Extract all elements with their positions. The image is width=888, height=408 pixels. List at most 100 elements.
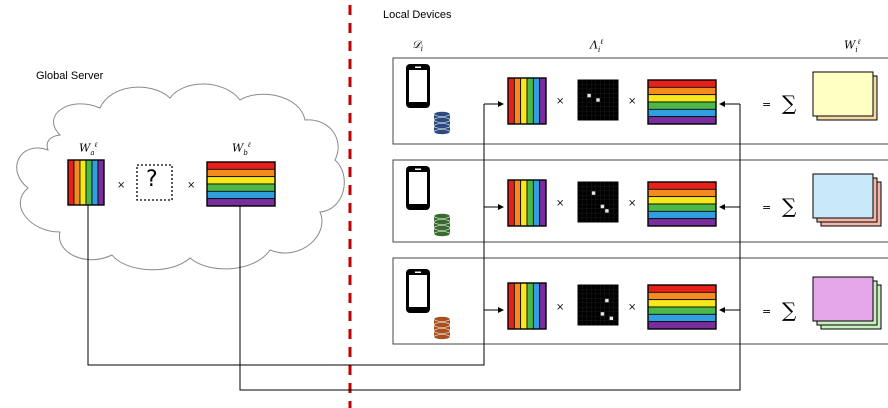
dataset-label: 𝒟i [412, 38, 424, 54]
horizontal-stripe [647, 291, 717, 301]
database-top [433, 213, 451, 219]
equals-symbol: = [762, 305, 772, 318]
database-layer [434, 319, 450, 325]
vertical-stripe [526, 282, 534, 330]
wi-label: Wiℓ [844, 38, 861, 54]
matrix-border [647, 181, 717, 227]
vertical-stripe [526, 77, 534, 125]
database-icon [433, 316, 451, 340]
horizontal-stripe [206, 183, 276, 192]
database-top [433, 111, 451, 117]
sum-symbol: ∑ [782, 298, 797, 322]
vertical-stripe [507, 179, 515, 227]
database-layer [434, 216, 450, 222]
vertical-stripe [67, 159, 75, 206]
vertical-stripe [79, 159, 87, 206]
phone-screen [409, 70, 427, 102]
horizontal-stripe [647, 108, 717, 118]
database-layer [434, 120, 450, 126]
wb-matrix [206, 161, 276, 207]
vertical-stripe [532, 77, 541, 125]
horizontal-stripe [206, 168, 276, 178]
vertical-stripe [526, 179, 534, 227]
vertical-stripe [539, 179, 547, 227]
nonzero-cell [587, 93, 591, 98]
equals-symbol: = [762, 98, 772, 111]
phone-screen [409, 172, 427, 204]
cloud-shape [16, 83, 345, 271]
times-symbol: × [628, 96, 637, 107]
result-layer [812, 71, 874, 117]
unknown-matrix [136, 164, 173, 201]
connection-lines [87, 101, 741, 391]
database-layer [434, 228, 450, 234]
horizontal-stripe [206, 190, 276, 200]
horizontal-stripe [647, 210, 717, 220]
vertical-stripe [73, 159, 81, 206]
phone-screen [409, 275, 427, 307]
nonzero-cell [605, 209, 609, 213]
vertical-stripe [532, 282, 541, 330]
horizontal-stripe [647, 101, 717, 110]
horizontal-stripe [206, 176, 276, 185]
times-symbol: × [556, 302, 565, 313]
result-matrix-stack [812, 173, 882, 227]
device-row [406, 269, 882, 340]
matrix-border [647, 79, 717, 125]
database-rim [433, 129, 451, 135]
horizontal-stripe [647, 188, 717, 198]
sum-symbol: ∑ [782, 91, 797, 115]
times-symbol: × [628, 302, 637, 313]
vertical-stripe [91, 159, 99, 206]
horizontal-stripe [647, 203, 717, 212]
horizontal-stripe [647, 218, 717, 227]
times-symbol: × [556, 198, 565, 209]
nonzero-cell [591, 191, 596, 195]
database-layer [434, 222, 450, 228]
vertical-stripe [513, 282, 522, 330]
matrix-border [647, 284, 717, 330]
times-symbol: × [187, 180, 196, 191]
horizontal-stripe [647, 181, 717, 190]
nonzero-cell [605, 298, 609, 303]
matrix-border [206, 161, 276, 207]
horizontal-stripe [647, 306, 717, 315]
vertical-stripe [513, 77, 522, 125]
database-rim [433, 225, 451, 231]
vertical-stripe [507, 282, 515, 330]
vertical-stripe [532, 179, 541, 227]
matrix-border [507, 179, 547, 227]
database-rim [433, 231, 451, 237]
device-box-2 [392, 159, 888, 243]
database-rim [433, 219, 451, 225]
nonzero-cell [596, 98, 600, 102]
vertical-stripe [97, 159, 105, 206]
equals-symbol: = [762, 201, 772, 214]
horizontal-stripe [647, 94, 717, 103]
database-rim [433, 322, 451, 328]
global-server-title: Global Server [36, 70, 104, 82]
horizontal-stripe [206, 161, 276, 170]
wb-label: Wbℓ [232, 141, 251, 157]
result-matrix-stack [812, 71, 878, 121]
matrix-border [507, 282, 547, 330]
result-layer [812, 173, 874, 219]
nonzero-cell [609, 316, 614, 321]
vertical-stripe [85, 159, 93, 206]
horizontal-stripe [647, 299, 717, 308]
database-icon [433, 213, 451, 237]
horizontal-stripe [647, 284, 717, 293]
result-matrix-stack [812, 276, 882, 330]
database-icon [433, 111, 451, 135]
device-row [406, 64, 878, 135]
nonzero-cell [600, 204, 605, 209]
database-rim [433, 328, 451, 334]
horizontal-stripe [647, 86, 717, 96]
horizontal-stripe [647, 321, 717, 330]
vertical-stripe [539, 282, 547, 330]
database-layer [434, 331, 450, 337]
device-box-1 [392, 57, 888, 145]
vertical-stripe [520, 179, 528, 227]
horizontal-stripe [647, 313, 717, 323]
